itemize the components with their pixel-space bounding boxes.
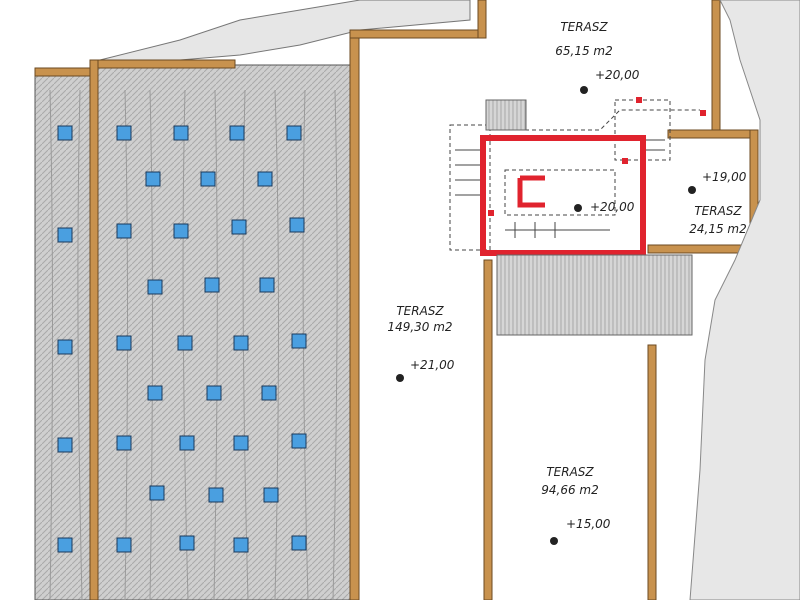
covered-area-hatch bbox=[496, 254, 693, 336]
terrace-big-area: 149,30 m2 bbox=[387, 320, 453, 334]
terrace-right-level: +19,00 bbox=[702, 170, 747, 184]
left-roof-strip bbox=[34, 74, 96, 601]
terrace-big-name: TERASZ bbox=[396, 304, 444, 318]
terrace-low-area: 94,66 m2 bbox=[541, 483, 599, 497]
stair-treads bbox=[455, 139, 665, 238]
terrace-top-level: +20,00 bbox=[595, 68, 640, 82]
stair-core-red bbox=[480, 135, 646, 256]
main-roof-area bbox=[94, 64, 356, 601]
stair-level: +20,00 bbox=[590, 200, 635, 214]
red-markers bbox=[488, 97, 706, 216]
skylights bbox=[57, 125, 307, 553]
elevator-red bbox=[517, 175, 545, 208]
terrace-right-name: TERASZ bbox=[694, 204, 742, 218]
terrace-big-level: +21,00 bbox=[410, 358, 455, 372]
terrace-right-area: 24,15 m2 bbox=[689, 222, 747, 236]
small-hatch bbox=[485, 99, 527, 131]
terrain-right bbox=[689, 0, 800, 601]
level-markers bbox=[396, 86, 696, 545]
roof-pencil-lines bbox=[49, 89, 338, 601]
walls bbox=[34, 0, 759, 601]
terrace-top-area: 65,15 m2 bbox=[555, 44, 613, 58]
terrace-top-name: TERASZ bbox=[560, 20, 608, 34]
terrace-low-name: TERASZ bbox=[546, 465, 594, 479]
roof-shading-top bbox=[99, 0, 471, 61]
terrace-low-level: +15,00 bbox=[566, 517, 611, 531]
